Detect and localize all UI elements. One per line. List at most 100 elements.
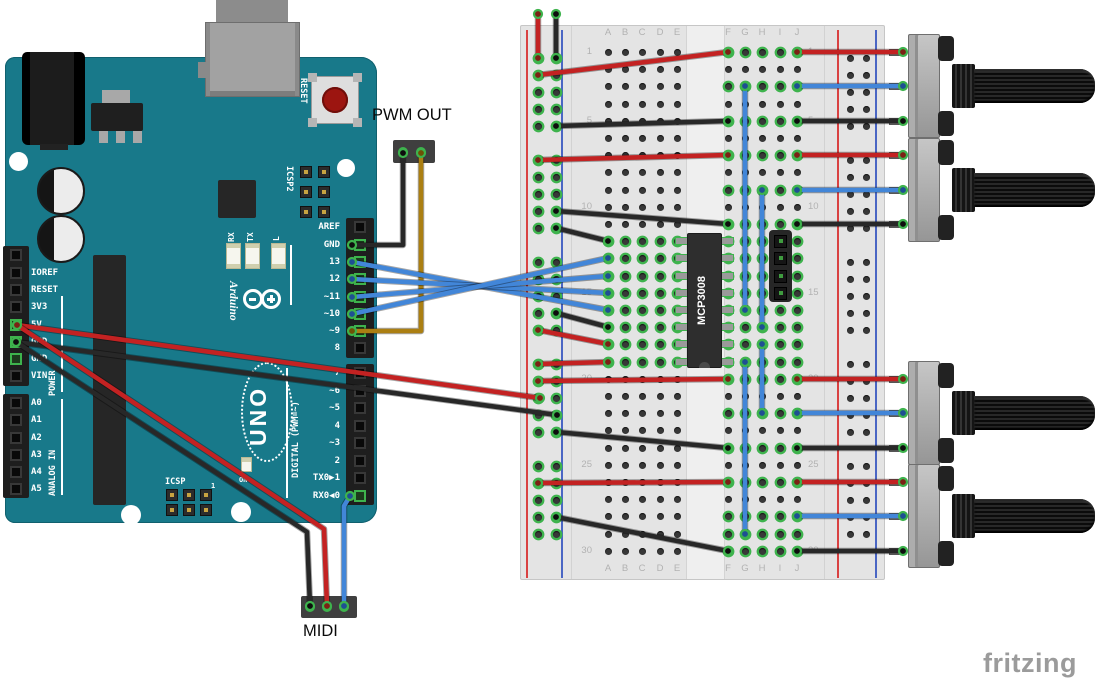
pot-mounting-plate [908, 361, 940, 465]
digital-pin-AREF [354, 221, 366, 233]
breadboard-column-label: F [725, 563, 731, 574]
divider-line [61, 399, 63, 495]
female-header-socket-center [778, 274, 783, 278]
breadboard-hole [793, 495, 801, 503]
icsp2-pin [300, 186, 312, 198]
breadboard-hole [604, 444, 612, 452]
breadboard-hole [776, 426, 784, 434]
arduino-brand-label: Arduino [227, 281, 239, 321]
breadboard-hole [862, 173, 870, 181]
breadboard-hole [741, 134, 749, 142]
led-l-label: L [272, 236, 281, 241]
breadboard-hole [846, 105, 854, 113]
chip-leg [721, 358, 734, 366]
divider-line [286, 368, 288, 498]
breadboard-column-label: C [638, 27, 646, 38]
breadboard-hole [638, 203, 646, 211]
breadboard-hole [846, 88, 854, 96]
right-rail-blue-stripe [875, 30, 877, 578]
wire-connector-rail-black-stub [550, 8, 562, 20]
breadboard-hole [621, 168, 629, 176]
breadboard-hole [846, 258, 854, 266]
breadboard-hole [758, 444, 766, 452]
pot-shaft [974, 499, 1095, 533]
female-header-socket [774, 269, 787, 283]
breadboard-hole [776, 48, 784, 56]
breadboard-row-label: 20 [808, 373, 819, 384]
breadboard-hole [604, 272, 612, 280]
breadboard-hole [793, 461, 801, 469]
breadboard-hole [638, 289, 646, 297]
breadboard-hole [534, 224, 542, 232]
breadboard-column-label: D [656, 563, 664, 574]
breadboard-hole [604, 358, 612, 366]
breadboard-hole [776, 100, 784, 108]
breadboard-hole [673, 151, 681, 159]
breadboard-hole [638, 375, 646, 383]
breadboard-hole [552, 207, 560, 215]
pot-mounting-plate [908, 464, 940, 568]
digital-pin-7 [354, 367, 366, 379]
breadboard-hole [638, 272, 646, 280]
breadboard-hole [846, 224, 854, 232]
breadboard-hole [793, 203, 801, 211]
breadboard-hole [621, 478, 629, 486]
breadboard-column-label: B [621, 563, 629, 574]
breadboard-hole [862, 411, 870, 419]
power-jack-tab [40, 144, 68, 150]
breadboard-hole [638, 444, 646, 452]
icsp-pin [183, 489, 195, 501]
breadboard-hole [673, 220, 681, 228]
digital-pin-GND [354, 239, 366, 251]
breadboard-hole [793, 375, 801, 383]
digital-pin-4 [354, 420, 366, 432]
breadboard-hole [793, 323, 801, 331]
regulator-tab [102, 90, 130, 104]
breadboard-hole [604, 478, 612, 486]
breadboard-hole [846, 360, 854, 368]
breadboard-column-label: A [604, 563, 612, 574]
divider-line [61, 296, 63, 392]
breadboard-hole [552, 71, 560, 79]
breadboard-hole [741, 272, 749, 280]
breadboard-hole [846, 156, 854, 164]
pot-body-corner [938, 140, 954, 165]
reset-button-nub [353, 73, 362, 82]
breadboard-hole [656, 289, 664, 297]
breadboard-hole [758, 48, 766, 56]
tx-label: TX [246, 232, 255, 242]
breadboard-hole [758, 237, 766, 245]
breadboard-hole [862, 190, 870, 198]
breadboard-hole [673, 134, 681, 142]
breadboard-hole [534, 377, 542, 385]
icsp-pin [183, 504, 195, 516]
breadboard-column-label: J [794, 563, 800, 574]
digital-pin-TX01 [354, 472, 366, 484]
pot-shaft [974, 396, 1095, 430]
mounting-hole [121, 505, 141, 525]
breadboard-hole [741, 203, 749, 211]
reset-button-cap [322, 87, 348, 113]
breadboard-hole [552, 224, 560, 232]
power-pin-label: RESET [31, 285, 59, 295]
power-pin-5V [10, 319, 22, 331]
breadboard-hole [793, 358, 801, 366]
breadboard-hole [758, 151, 766, 159]
breadboard-hole [776, 220, 784, 228]
breadboard-hole [758, 203, 766, 211]
breadboard-hole [846, 462, 854, 470]
breadboard-hole [604, 409, 612, 417]
digital-pin-label: 4 [334, 421, 340, 431]
breadboard-hole [552, 496, 560, 504]
breadboard-hole [552, 156, 560, 164]
power-pin-GND [10, 353, 22, 365]
digital-pin-label: ~5 [329, 403, 340, 413]
breadboard-hole [793, 289, 801, 297]
power-pin-label: VIN [31, 371, 48, 381]
breadboard-row-label: 15 [581, 287, 592, 298]
breadboard-hole [621, 426, 629, 434]
breadboard-hole [793, 134, 801, 142]
breadboard-hole [656, 272, 664, 280]
digital-pin-6 [354, 385, 366, 397]
breadboard-hole [673, 547, 681, 555]
